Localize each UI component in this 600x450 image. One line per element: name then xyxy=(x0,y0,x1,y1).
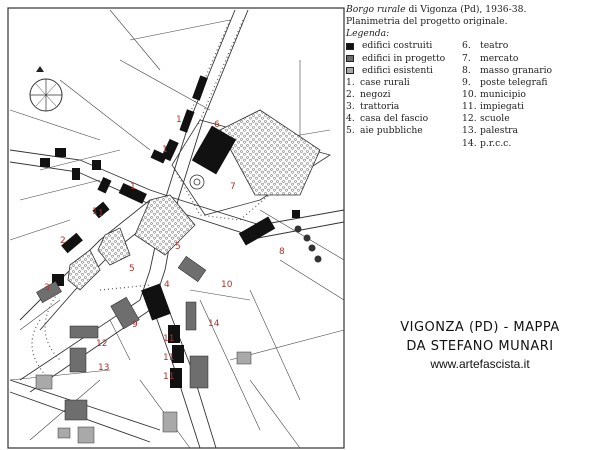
credit-block: VIGONZA (PD) - MAPPA DA STEFANO MUNARI w… xyxy=(380,318,580,373)
legend-symbol-item: edifici costruiti xyxy=(346,40,462,52)
map-frame xyxy=(7,7,345,449)
credit-url: www.artefascista.it xyxy=(430,357,530,371)
map-number-label: 2 xyxy=(60,236,66,246)
legend-number: 7. xyxy=(462,52,471,64)
map-number-label: 4 xyxy=(164,280,170,290)
legend-numbered-item: 9. poste telegrafi xyxy=(462,77,552,89)
gravel-areas xyxy=(67,109,321,291)
legend-numbered-item: 4. casa del fascio xyxy=(346,113,462,125)
map-number-label: 14 xyxy=(208,319,220,329)
legend-column-right: 6. teatro 7. mercato 8. masso granario 9. poste… xyxy=(462,40,552,149)
legend-numbered-item: 10.municipio xyxy=(462,89,552,101)
legend-numbered-item: 6. teatro xyxy=(462,40,552,52)
legend-number: 14. xyxy=(462,137,477,149)
map-number-label: 10 xyxy=(221,280,233,290)
buildings-existing xyxy=(35,351,252,444)
map-number-label: 7 xyxy=(230,182,236,192)
fountain-icon xyxy=(189,174,205,190)
legend-item-label: p.r.c.c. xyxy=(480,137,512,149)
legend-number: 5. xyxy=(346,125,355,137)
legend-number: 3. xyxy=(346,101,355,113)
map-number-label: 11 xyxy=(163,334,174,344)
legend-swatch xyxy=(346,67,354,75)
legend-symbol-item: edifici esistenti xyxy=(346,65,462,77)
legend-symbol-label: edifici costruiti xyxy=(362,40,433,52)
legend-item-label: poste telegrafi xyxy=(480,76,548,88)
legend-number: 2. xyxy=(346,88,355,100)
legend-item-label: negozi xyxy=(360,88,391,100)
legend-item-label: palestra xyxy=(480,125,519,137)
legend-number: 10. xyxy=(462,88,477,100)
map-number-label: 6 xyxy=(214,120,220,130)
legend-numbered-item: 5. aie pubbliche xyxy=(346,125,462,137)
legend-numbered-item: 2. negozi xyxy=(346,89,462,101)
legend-item-label: mercato xyxy=(480,52,519,64)
legend-swatch xyxy=(346,55,354,63)
map-number-label: 5 xyxy=(129,264,135,274)
map-number-label: 1 xyxy=(162,145,168,155)
legend-item-label: case rurali xyxy=(360,76,410,88)
legend-number: 13. xyxy=(462,125,477,137)
legend-heading: Legenda: xyxy=(346,28,390,40)
legend-numbered-item: 11.impiegati xyxy=(462,101,552,113)
legend-item-label: trattoria xyxy=(360,101,400,113)
legend-numbered-item: 1. case rurali xyxy=(346,77,462,89)
legend-symbol-label: edifici in progetto xyxy=(362,52,446,64)
legend-number: 8. xyxy=(462,64,471,76)
legend-number: 6. xyxy=(462,40,471,52)
buildings-proposed xyxy=(36,256,209,421)
credit-title: VIGONZA (PD) - MAPPA xyxy=(400,320,560,335)
map-number-label: 1 xyxy=(130,182,136,192)
legend-item-label: casa del fascio xyxy=(360,113,429,125)
legend-item-label: aie pubbliche xyxy=(360,125,423,137)
legend-subtitle: Planimetria del progetto originale. xyxy=(346,16,508,28)
compass-icon xyxy=(29,66,63,112)
map-number-label: 11 xyxy=(163,372,174,382)
map-number-label: 9 xyxy=(132,320,138,330)
legend-number: 11. xyxy=(462,101,477,113)
map-number-label: 11 xyxy=(163,353,174,363)
legend-symbol-item: edifici in progetto xyxy=(346,53,462,65)
credit-author: DA STEFANO MUNARI xyxy=(406,339,554,354)
legend-item-label: masso granario xyxy=(480,64,553,76)
legend-number: 4. xyxy=(346,113,355,125)
map-number-label: 1 xyxy=(98,209,104,219)
legend-numbered-item: 7. mercato xyxy=(462,53,552,65)
legend-panel: Borgo rurale di Vigonza (Pd), 1936-38. P… xyxy=(346,4,598,150)
map-number-label: 5 xyxy=(175,242,181,252)
map-number-label: 3 xyxy=(44,283,50,293)
legend-swatch xyxy=(346,42,354,50)
legend-item-label: municipio xyxy=(480,88,526,100)
tree-rows xyxy=(31,19,311,381)
legend-numbered-item: 8. masso granario xyxy=(462,65,552,77)
map-number-label: 8 xyxy=(279,247,285,257)
legend-number: 1. xyxy=(346,76,355,88)
legend-numbered-item: 14.p.r.c.c. xyxy=(462,138,552,150)
legend-item-label: impiegati xyxy=(480,101,524,113)
legend-numbered-item: 3. trattoria xyxy=(346,101,462,113)
legend-symbol-label: edifici esistenti xyxy=(362,64,433,76)
legend-numbered-item: 13.palestra xyxy=(462,125,552,137)
legend-number: 12. xyxy=(462,113,477,125)
legend-item-label: scuole xyxy=(480,113,510,125)
legend-item-label: teatro xyxy=(480,40,509,52)
buildings-built xyxy=(40,75,300,388)
legend-number: 9. xyxy=(462,76,471,88)
tree-icons xyxy=(294,225,322,263)
legend-numbered-item: 12.scuole xyxy=(462,113,552,125)
map-number-label: 13 xyxy=(98,363,109,373)
map-number-label: 12 xyxy=(96,339,107,349)
map-number-label: 1 xyxy=(176,115,182,125)
map-number-label: 1 xyxy=(92,207,98,217)
legend-title: Borgo rurale di Vigonza (Pd), 1936-38. xyxy=(346,4,527,15)
